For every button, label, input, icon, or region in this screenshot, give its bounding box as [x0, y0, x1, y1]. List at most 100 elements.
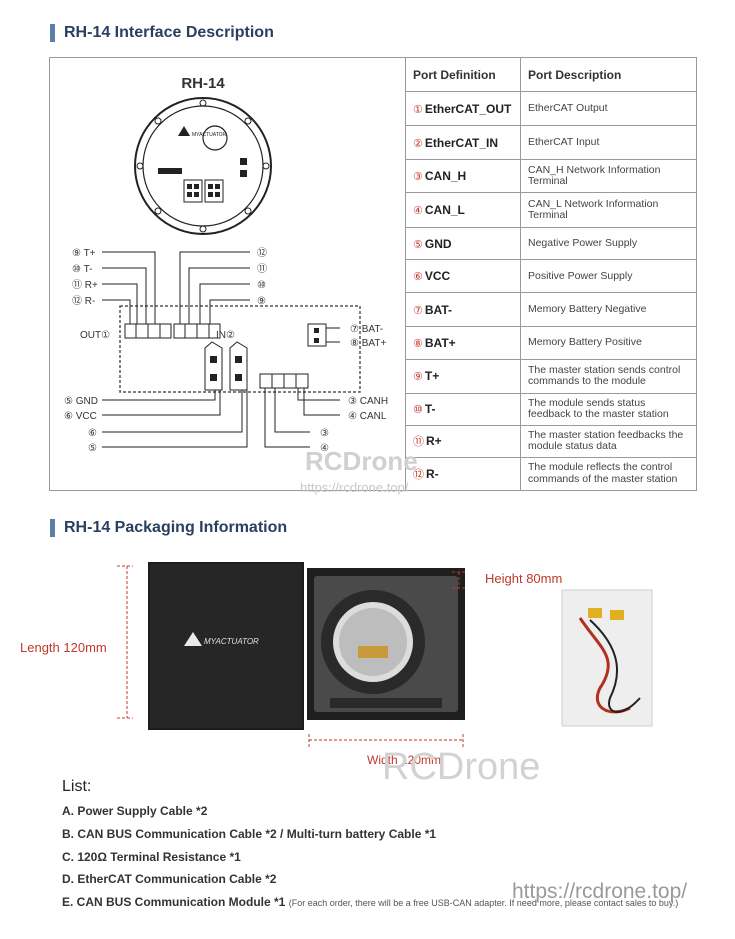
- port-number: ⑩: [413, 404, 423, 417]
- list-item-d: D. EtherCAT Communication Cable *2: [62, 872, 277, 886]
- port-number: ⑤: [413, 238, 423, 251]
- label-right-9: ⑨: [257, 296, 266, 307]
- port-number: ①: [413, 103, 423, 116]
- port-description-cell: The module sends status feedback to the …: [520, 392, 697, 426]
- port-description-cell: Positive Power Supply: [520, 259, 697, 294]
- port-description-cell: Memory Battery Negative: [520, 292, 697, 327]
- watermark-url: https://rcdrone.top/: [300, 480, 409, 495]
- label-t-plus: ⑨ T+: [72, 248, 96, 259]
- port-name: CAN_H: [424, 169, 467, 184]
- label-in: IN②: [216, 330, 235, 341]
- interface-title-text: RH-14 Interface Description: [64, 24, 274, 41]
- label-r-minus: ⑫ R-: [72, 295, 95, 307]
- label-6: ⑥: [88, 428, 97, 439]
- out-connector: [124, 323, 172, 339]
- actuator-illustration: MYACTUATOR: [134, 97, 272, 235]
- label-bat-plus: ⑧ BAT+: [350, 338, 386, 349]
- label-r-plus: ⑪ R+: [72, 279, 98, 291]
- port-description-cell: Memory Battery Positive: [520, 325, 697, 360]
- port-number: ⑦: [413, 304, 423, 317]
- label-4: ④: [320, 443, 329, 454]
- header-port-definition: Port Definition: [405, 57, 521, 92]
- port-number: ⑪: [413, 436, 424, 449]
- header-port-description: Port Description: [520, 57, 697, 92]
- board-outline: [119, 305, 361, 393]
- title-accent-bar: [50, 24, 55, 42]
- port-name: GND: [424, 236, 452, 251]
- box-base: [307, 568, 465, 720]
- wiring-diagram: RH-14 MYACTUATOR: [64, 75, 388, 454]
- label-gnd: ⑤ GND: [64, 396, 98, 407]
- port-description-cell: The master station feedbacks the module …: [520, 424, 697, 458]
- label-right-10: ⑩: [257, 280, 266, 291]
- bat-connector: [307, 323, 327, 347]
- box-brand-text: MYACTUATOR: [204, 637, 259, 646]
- port-name: EtherCAT_IN: [424, 135, 498, 150]
- port-description-cell: The master station sends control command…: [520, 358, 697, 394]
- port-number: ⑥: [413, 271, 423, 284]
- list-item-e-note: (For each order, there will be a free US…: [288, 898, 679, 908]
- port-description-cell: The module reflects the control commands…: [520, 456, 697, 492]
- port-name: T-: [424, 402, 436, 417]
- watermark-brand-large: RCDrone: [382, 746, 541, 788]
- list-item-b: B. CAN BUS Communication Cable *2 / Mult…: [62, 827, 437, 841]
- port-name: BAT-: [424, 302, 452, 317]
- port-number: ②: [413, 137, 423, 150]
- port-name: T+: [424, 369, 440, 384]
- dimension-guides: [117, 565, 466, 748]
- label-right-12: ⑫: [257, 247, 267, 259]
- box-lid: MYACTUATOR: [148, 562, 304, 730]
- list-item-c: C. 120Ω Terminal Resistance *1: [62, 850, 241, 864]
- power-connector: [204, 341, 248, 391]
- port-description-cell: Negative Power Supply: [520, 227, 697, 261]
- packaging-title-text: RH-14 Packaging Information: [64, 519, 288, 536]
- port-name: R-: [426, 466, 439, 481]
- port-number: ⑧: [413, 337, 423, 350]
- port-number: ③: [413, 171, 423, 184]
- cable-bag: [561, 589, 653, 727]
- can-connector: [259, 373, 309, 389]
- port-description-cell: CAN_L Network Information Terminal: [520, 192, 697, 229]
- port-description-cell: EtherCAT Output: [520, 90, 697, 127]
- label-canl: ④ CANL: [348, 411, 387, 422]
- interface-frame: [49, 57, 697, 491]
- height-dimension: Height 80mm: [485, 571, 563, 586]
- packaging-section-title: RH-14 Packaging Information: [50, 519, 287, 537]
- title-accent-bar: [50, 519, 55, 537]
- label-canh: ③ CANH: [348, 396, 388, 407]
- device-title: RH-14: [181, 75, 225, 92]
- label-out: OUT①: [80, 330, 110, 341]
- width-dimension: Width 120mm: [367, 753, 442, 767]
- port-name: R+: [426, 434, 442, 449]
- list-title: List:: [62, 778, 92, 795]
- packaging-illustration: MYACTUATOR: [117, 562, 653, 748]
- length-dimension: Length 120mm: [20, 640, 107, 655]
- interface-section-title: RH-14 Interface Description: [50, 24, 274, 42]
- port-name: CAN_L: [424, 203, 465, 218]
- watermark-url-large: https://rcdrone.top/: [512, 880, 688, 903]
- port-number: ④: [413, 205, 423, 218]
- port-name: BAT+: [424, 335, 456, 350]
- label-3: ③: [320, 428, 329, 439]
